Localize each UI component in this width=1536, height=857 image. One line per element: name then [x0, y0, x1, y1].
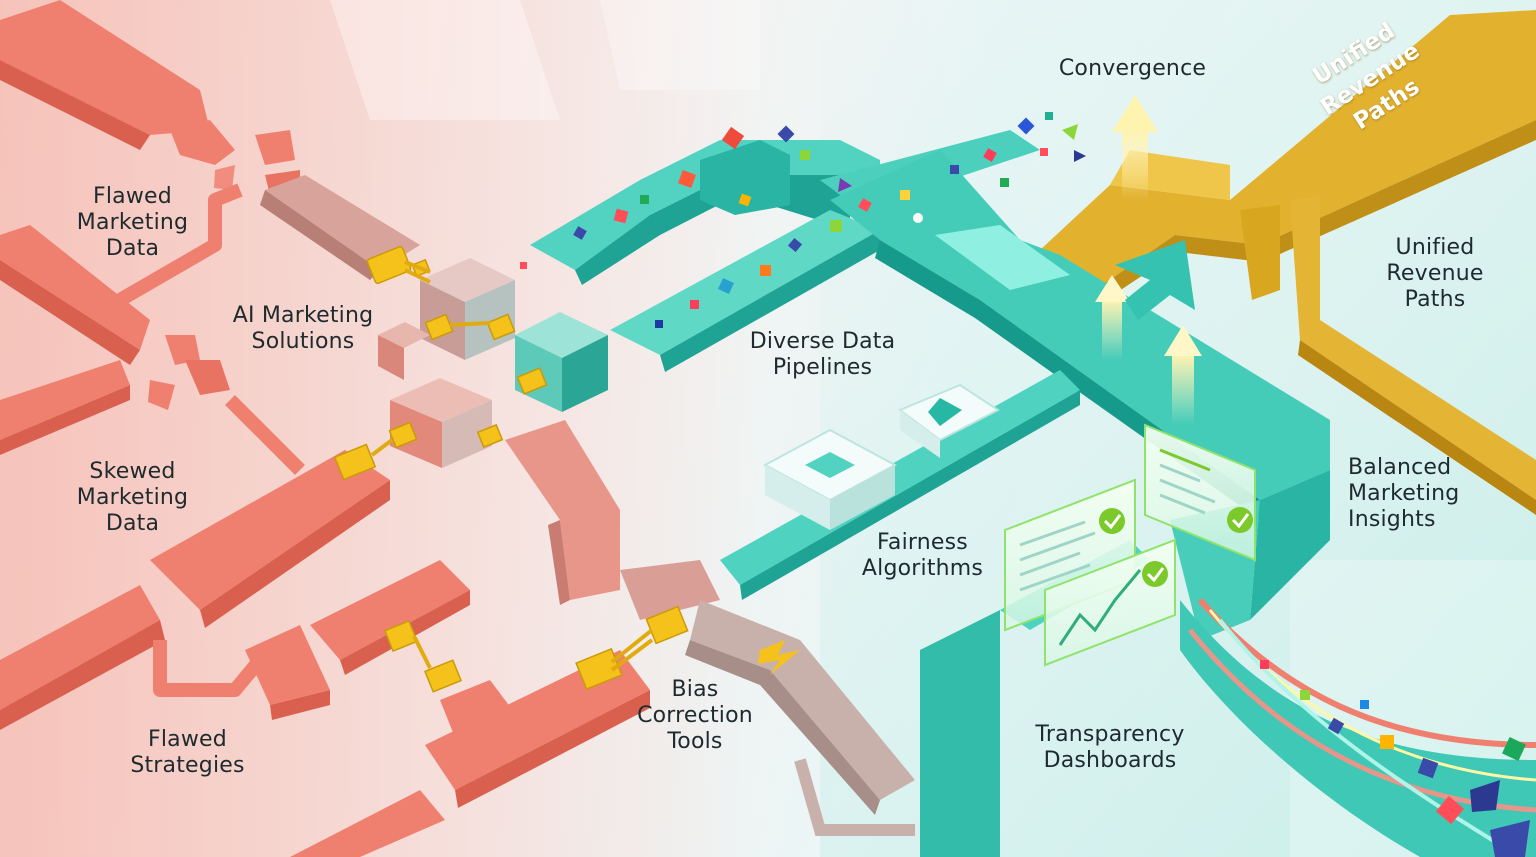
- cube-connector-icon: [378, 322, 430, 380]
- label-diverse-data-pipelines: Diverse Data Pipelines: [749, 329, 896, 380]
- flawed-pipes: [0, 0, 915, 857]
- label-ai-marketing-solutions: AI Marketing Solutions: [232, 303, 374, 354]
- diamond-icon: [898, 383, 1000, 458]
- label-convergence: Convergence: [1058, 56, 1207, 81]
- label-fairness-algorithms: Fairness Algorithms: [861, 530, 984, 581]
- data-particles: [520, 112, 1530, 857]
- label-unified-revenue-paths: Unified Revenue Paths: [1386, 235, 1484, 312]
- cube-connector-icon: [390, 378, 492, 468]
- dashboard-screen: [1144, 423, 1256, 562]
- ai-solution-cubes: [333, 245, 689, 693]
- square-node-icon: [762, 428, 898, 530]
- label-balanced-marketing-insights: Balanced Marketing Insights: [1348, 455, 1460, 532]
- diverse-data-pipelines: [530, 130, 1536, 857]
- checkmark-icon: [1099, 508, 1125, 534]
- dashboard-screen: [1044, 538, 1176, 667]
- transparency-dashboards: [1004, 423, 1256, 667]
- bias-correction-spark: [758, 640, 800, 675]
- checkmark-icon: [1227, 507, 1253, 533]
- label-transparency-dashboards: Transparency Dashboards: [1035, 722, 1185, 773]
- chart-icon: [1058, 569, 1142, 646]
- label-flawed-strategies: Flawed Strategies: [130, 727, 245, 778]
- label-skewed-marketing-data: Skewed Marketing Data: [76, 459, 189, 536]
- fairness-algorithm-nodes: [762, 383, 1000, 530]
- label-flawed-marketing-data: Flawed Marketing Data: [76, 184, 189, 261]
- convergence-arrows: [1095, 95, 1202, 425]
- checkmark-icon: [1142, 561, 1168, 587]
- arrow-up-icon: [1112, 95, 1158, 200]
- arrow-up-icon: [1095, 275, 1130, 360]
- arrow-up-icon: [1164, 325, 1202, 425]
- label-bias-correction-tools: Bias Correction Tools: [637, 677, 753, 754]
